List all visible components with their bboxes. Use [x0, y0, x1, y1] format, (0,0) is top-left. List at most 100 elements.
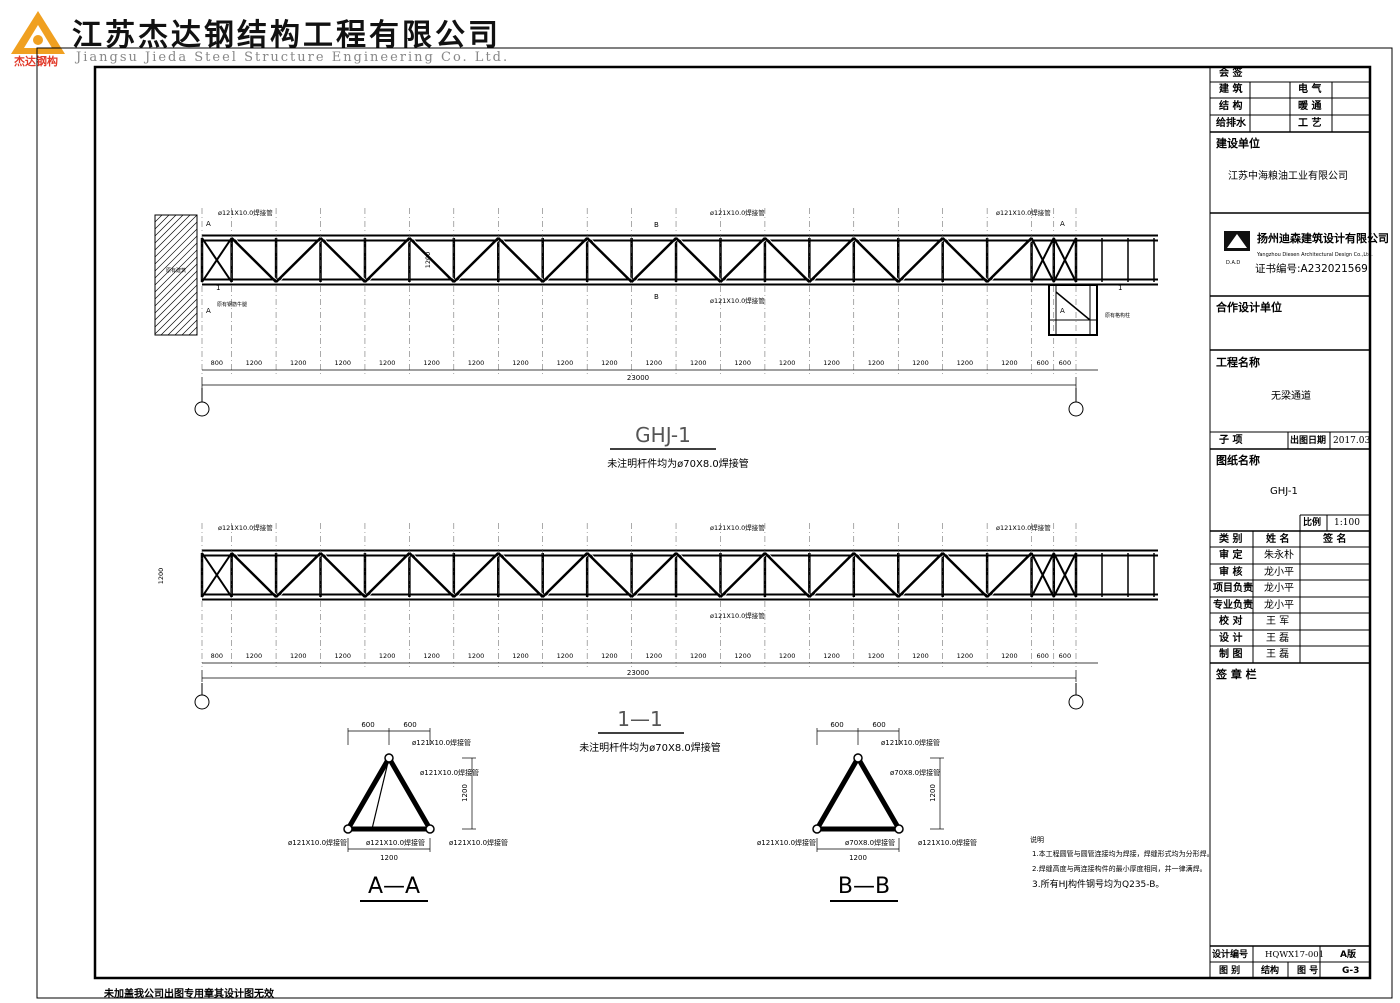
- section-aa-title: A—A: [368, 874, 420, 899]
- segment-dimension: 1200: [868, 652, 885, 660]
- client-label: 建设单位: [1216, 137, 1260, 150]
- drawing-no-label: 图 号: [1297, 966, 1319, 976]
- diagonal-member: [364, 552, 411, 598]
- discipline-hvac: 暖 通: [1298, 101, 1322, 112]
- existing-lattice-column: [1048, 284, 1098, 336]
- discipline-process: 工 艺: [1298, 118, 1322, 129]
- pipe-label: ø121X10.0焊接管: [881, 738, 940, 747]
- dim-600: 600: [361, 721, 374, 729]
- notes-line-1: 1.本工程圆管与圆管连接均为焊接，焊缝形式均为分形焊。: [1032, 849, 1214, 858]
- diagonal-member-inner: [367, 237, 413, 283]
- hatch-line: [154, 214, 184, 244]
- diagonal-member-inner: [367, 552, 413, 598]
- hatch-line: [154, 277, 198, 321]
- diagonal-member: [986, 552, 1033, 598]
- section-bb-title: B—B: [838, 874, 890, 899]
- diagonal-member-inner: [589, 552, 635, 598]
- cut-mark: 1: [216, 284, 220, 292]
- client-name: 江苏中海粮油工业有限公司: [1228, 171, 1348, 182]
- diagonal-member: [319, 237, 366, 283]
- cut-mark: B: [654, 293, 659, 301]
- segment-dimension: 1200: [601, 652, 618, 660]
- pipe-label: ø121X10.0焊接管: [420, 768, 479, 777]
- cut-mark: A: [206, 220, 211, 228]
- hatch-line: [154, 284, 198, 328]
- diagonal-member-inner: [856, 552, 902, 598]
- diagonal-member-inner: [678, 237, 724, 283]
- segment-dimension: 1200: [1001, 652, 1018, 660]
- diagonal-member-inner: [634, 552, 680, 598]
- diagonal-member: [897, 237, 944, 283]
- designer-en: Yangzhou Diesen Architectural Design Co.…: [1257, 252, 1373, 258]
- hatch-line: [174, 312, 198, 336]
- category-label: 图 别: [1219, 966, 1241, 976]
- hatch-line: [181, 319, 198, 336]
- existing-wall-hatch: [154, 214, 198, 336]
- diagonal-member-inner: [945, 237, 991, 283]
- truss1-note: 未注明杆件均为ø70X8.0焊接管: [607, 457, 749, 470]
- diagonal-member: [1030, 552, 1055, 598]
- segment-dimension: 1200: [912, 652, 929, 660]
- diagonal-member: [230, 552, 277, 598]
- diagonal-member: [319, 552, 366, 598]
- discipline-plumb: 给排水: [1216, 118, 1246, 129]
- pipe-label: ø70X8.0焊接管: [890, 768, 940, 777]
- diagonal-member-inner: [278, 552, 324, 598]
- version: A版: [1340, 950, 1356, 960]
- segment-dimension: 1200: [912, 359, 929, 367]
- diagonal-member: [364, 237, 411, 283]
- axis-markers: [194, 388, 1084, 710]
- seal-label: 签 章 栏: [1216, 668, 1257, 681]
- segment-dimension: 1200: [779, 359, 796, 367]
- drawing-no: G-3: [1342, 966, 1360, 976]
- diagonal-member: [719, 552, 766, 598]
- segment-dimension: 1200: [957, 652, 974, 660]
- hatch-line: [154, 270, 198, 314]
- pipe-label: ø121X10.0焊接管: [710, 611, 765, 620]
- footer-note: 未加盖我公司出图专用章其设计图无效: [104, 989, 274, 1000]
- segment-dimension: 1200: [379, 652, 396, 660]
- company-name-cn: 江苏杰达钢结构工程有限公司: [72, 18, 501, 53]
- pipe-label: ø121X10.0焊接管: [710, 296, 765, 305]
- truss2-note: 未注明杆件均为ø70X8.0焊接管: [579, 741, 721, 754]
- notes-line-2: 2.焊缝高度与两连接构件的最小厚度相同，并一律满焊。: [1032, 864, 1207, 873]
- diagonal-member: [941, 552, 988, 598]
- diagonal-member: [497, 237, 544, 283]
- designer-abbr: D.A.D: [1226, 260, 1241, 266]
- project-name: 无梁通道: [1271, 391, 1311, 402]
- segment-dimension: 1200: [423, 652, 440, 660]
- segment-dimension: 1200: [290, 652, 307, 660]
- diagonal-member: [719, 237, 766, 283]
- segment-dimension: 1200: [468, 652, 485, 660]
- cut-mark: 1: [1118, 284, 1122, 292]
- diagonal-member-inner: [589, 237, 635, 283]
- partner-label: 合作设计单位: [1216, 301, 1282, 314]
- diagonal-member: [764, 237, 811, 283]
- role-person: 朱永朴: [1264, 550, 1294, 561]
- segment-dimension: 1200: [957, 359, 974, 367]
- hatch-line: [154, 214, 198, 258]
- section-aa: [343, 728, 476, 902]
- segment-dimension: 1200: [246, 652, 263, 660]
- diagonal-member: [275, 552, 322, 598]
- diagonal-member-inner: [412, 237, 458, 283]
- truss1-labels: ø121X10.0焊接管 ø121X10.0焊接管 ø121X10.0焊接管 ø…: [166, 208, 1130, 382]
- dim-1200: 1200: [380, 854, 398, 862]
- diagonal-member: [201, 237, 233, 283]
- segment-dimension: 1200: [734, 359, 751, 367]
- hatch-line: [154, 214, 177, 237]
- diagonal-member: [1052, 237, 1077, 283]
- company-name-en: Jiangsu Jieda Steel Structure Engineerin…: [76, 50, 510, 65]
- design-no: HQWX17-001: [1265, 950, 1325, 960]
- diagonal-member-inner: [767, 237, 813, 283]
- diagonal-member-inner: [456, 552, 502, 598]
- segment-dimension: 1200: [734, 652, 751, 660]
- title-block: [1209, 67, 1370, 978]
- drawing-name: GHJ-1: [1270, 486, 1298, 497]
- diagonal-member-inner: [634, 237, 680, 283]
- hatch-line: [154, 263, 198, 307]
- cut-mark: A: [1060, 307, 1065, 315]
- segment-dimension: 1200: [334, 652, 351, 660]
- countersign-label: 会 签: [1219, 68, 1243, 79]
- diagonal-member-inner: [545, 552, 591, 598]
